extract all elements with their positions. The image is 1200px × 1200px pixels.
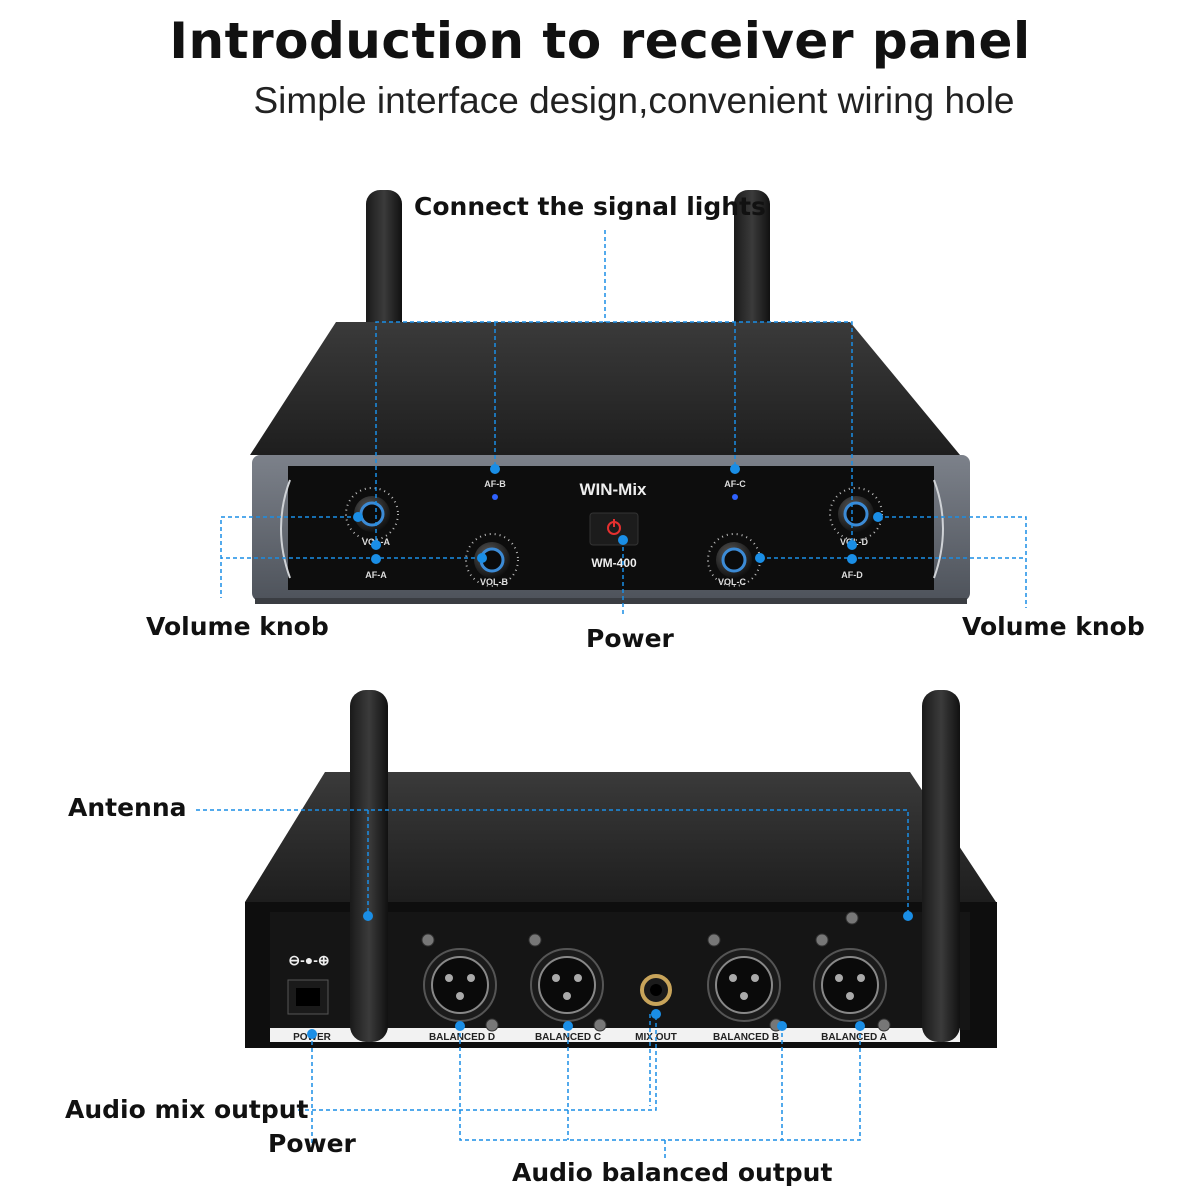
knob-label-c: VOL-C	[718, 577, 746, 587]
front-antenna-left	[366, 190, 402, 360]
knob-label-b: VOL-B	[480, 577, 508, 587]
callout-power-rear: Power	[268, 1129, 356, 1158]
front-callout-lines	[220, 230, 1027, 615]
front-callout-dots	[353, 464, 883, 564]
callout-power-front: Power	[586, 624, 674, 653]
light-label-c: AF-C	[724, 479, 746, 489]
page-subtitle: Simple interface design,convenient wirin…	[253, 80, 1015, 121]
callout-audio-balanced-output: Audio balanced output	[512, 1158, 833, 1187]
xlr-port-balanced-c[interactable]	[530, 948, 604, 1022]
rear-antenna-left	[350, 690, 388, 1042]
front-unit-top	[250, 322, 960, 455]
light-label-b: AF-B	[484, 479, 506, 489]
light-label-a: AF-A	[365, 570, 387, 580]
mix-out-jack[interactable]	[640, 974, 672, 1006]
page-title: Introduction to receiver panel	[169, 12, 1031, 70]
light-label-d: AF-D	[841, 570, 863, 580]
rear-antenna-right	[922, 690, 960, 1042]
signal-light-c	[732, 494, 738, 500]
callout-volume-knob-left: Volume knob	[146, 612, 329, 641]
port-label-balanced-d: BALANCED D	[429, 1032, 495, 1043]
port-label-balanced-c: BALANCED C	[535, 1032, 601, 1043]
model-label: WM-400	[591, 556, 637, 570]
front-antenna-right	[734, 190, 770, 360]
callout-antenna: Antenna	[68, 793, 187, 822]
dc-power-jack[interactable]	[287, 979, 329, 1015]
rear-unit: ⊖-●-⊕	[245, 690, 997, 1048]
rear-callout-dots	[307, 911, 913, 1039]
port-label-balanced-b: BALANCED B	[713, 1032, 779, 1043]
callout-audio-mix-output: Audio mix output	[65, 1095, 309, 1124]
xlr-port-balanced-d[interactable]	[423, 948, 497, 1022]
xlr-port-balanced-a[interactable]	[813, 948, 887, 1022]
volume-knob-b[interactable]	[465, 533, 519, 587]
callout-volume-knob-right: Volume knob	[962, 612, 1145, 641]
dc-polarity-symbol: ⊖-●-⊕	[288, 952, 329, 968]
rear-unit-top	[245, 772, 996, 902]
signal-light-b	[492, 494, 498, 500]
port-label-balanced-a: BALANCED A	[821, 1032, 887, 1043]
brand-logo: WIN-Mix	[579, 480, 647, 499]
callout-signal-lights: Connect the signal lights	[414, 192, 766, 221]
xlr-port-balanced-b[interactable]	[707, 948, 781, 1022]
front-unit: VOL-A VOL-B VOL-C VOL-D AF-A AF-B AF-C A…	[250, 190, 970, 604]
rear-callout-lines	[196, 809, 909, 1160]
power-button[interactable]	[607, 519, 621, 535]
